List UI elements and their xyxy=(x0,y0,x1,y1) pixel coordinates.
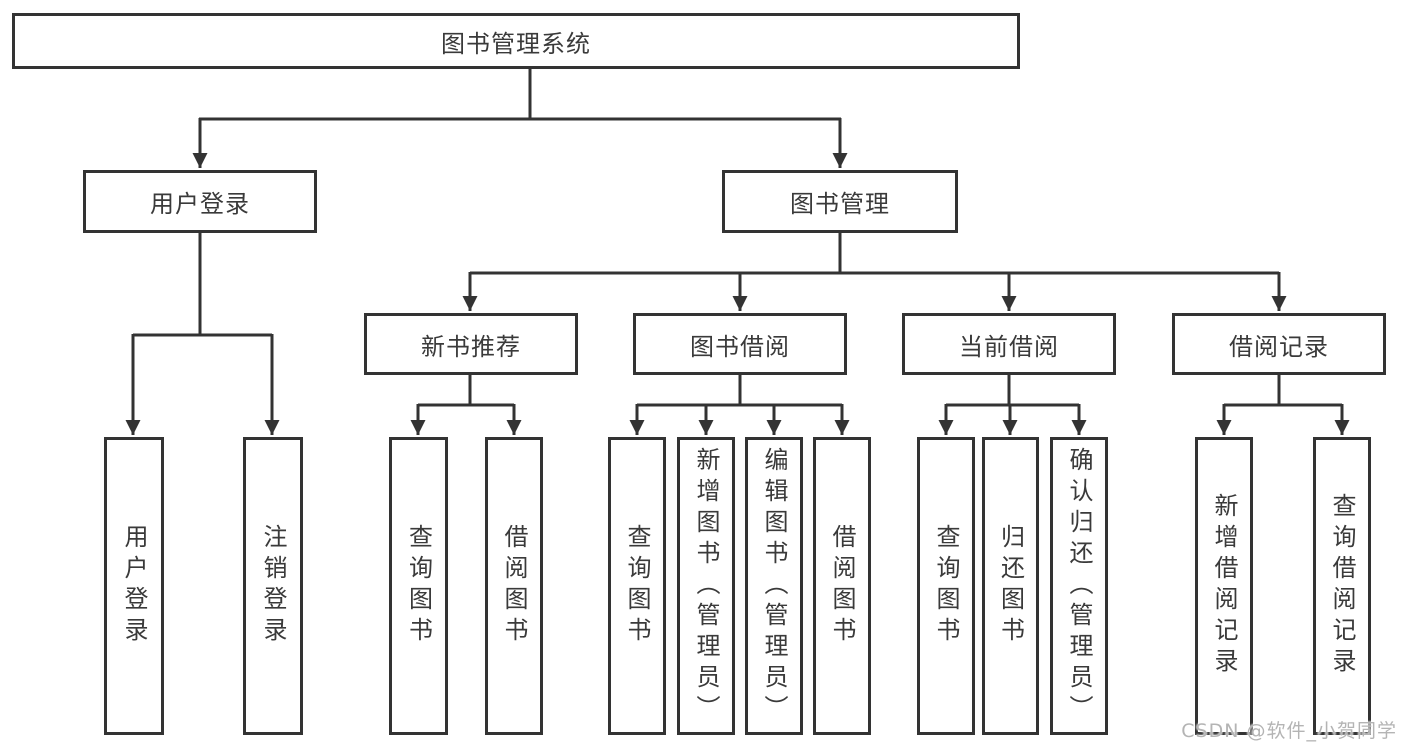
leaf-label: 查询图书 xyxy=(623,524,651,648)
node-library-management-system: 图书管理系统 xyxy=(12,13,1020,69)
node-borrowing-records: 借阅记录 xyxy=(1172,313,1386,375)
node-book-management: 图书管理 xyxy=(722,170,958,233)
node-label: 新书推荐 xyxy=(421,332,521,361)
leaf-user-login: 用户登录 xyxy=(104,437,164,735)
leaf-label: 归还图书 xyxy=(996,524,1025,648)
leaf-add-borrow-record: 新增借阅记录 xyxy=(1195,437,1253,735)
leaf-label: 查询图书 xyxy=(404,524,433,648)
leaf-edit-books-admin: 编辑图书（管理员） xyxy=(745,437,803,735)
leaf-logout-login: 注销登录 xyxy=(243,437,303,735)
node-label: 图书借阅 xyxy=(690,332,790,361)
node-label: 用户登录 xyxy=(150,190,250,218)
leaf-query-books-3: 查询图书 xyxy=(917,437,975,735)
leaf-query-books-1: 查询图书 xyxy=(389,437,448,735)
leaf-label: 查询借阅记录 xyxy=(1328,493,1356,679)
leaf-label: 确认归还（管理员） xyxy=(1065,446,1093,726)
node-label: 借阅记录 xyxy=(1229,332,1329,361)
leaf-label: 编辑图书（管理员） xyxy=(760,446,788,726)
leaf-label: 新增借阅记录 xyxy=(1210,493,1238,679)
leaf-label: 新增图书（管理员） xyxy=(692,446,720,726)
csdn-watermark: CSDN @软件_小贺同学 xyxy=(1181,720,1397,742)
leaf-label: 借阅图书 xyxy=(500,524,528,648)
leaf-return-books: 归还图书 xyxy=(982,437,1039,735)
leaf-label: 借阅图书 xyxy=(828,524,856,648)
leaf-label: 查询图书 xyxy=(932,524,960,648)
leaf-label: 注销登录 xyxy=(259,524,287,648)
leaf-query-books-2: 查询图书 xyxy=(608,437,666,735)
leaf-borrow-books-2: 借阅图书 xyxy=(813,437,871,735)
leaf-label: 用户登录 xyxy=(120,524,148,648)
node-new-book-recommendation: 新书推荐 xyxy=(364,313,578,375)
leaf-query-borrow-record: 查询借阅记录 xyxy=(1313,437,1371,735)
node-label: 当前借阅 xyxy=(959,332,1059,361)
node-label: 图书管理 xyxy=(790,190,890,218)
node-current-borrowing: 当前借阅 xyxy=(902,313,1116,375)
node-book-borrowing: 图书借阅 xyxy=(633,313,847,375)
leaf-borrow-books-1: 借阅图书 xyxy=(485,437,543,735)
leaf-confirm-return-admin: 确认归还（管理员） xyxy=(1050,437,1108,735)
node-label: 图书管理系统 xyxy=(441,29,591,58)
leaf-add-books-admin: 新增图书（管理员） xyxy=(677,437,735,735)
node-user-login: 用户登录 xyxy=(83,170,317,233)
